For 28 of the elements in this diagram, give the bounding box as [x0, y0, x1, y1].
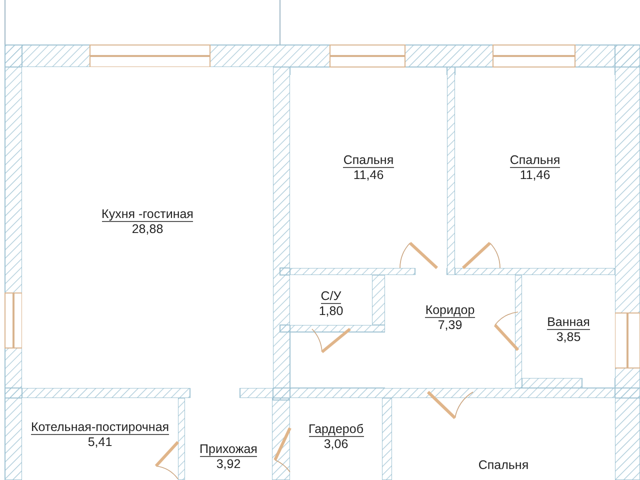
room-name: Котельная-постирочная — [30, 420, 170, 435]
room-name: Спальня — [510, 153, 560, 168]
room-name: Спальня — [343, 153, 394, 168]
room-area: 11,46 — [353, 168, 384, 182]
room-area: 7,39 — [438, 318, 462, 332]
room-name: Коридор — [425, 303, 475, 318]
room — [22, 67, 273, 388]
room-area: 3,92 — [216, 457, 241, 471]
room-area: 1,80 — [318, 304, 344, 318]
room-area: 3,06 — [324, 437, 348, 451]
room-name: Ванная — [547, 315, 590, 330]
room-area: 28,88 — [132, 222, 164, 236]
room — [290, 275, 372, 325]
room — [185, 398, 272, 480]
room-name: Прихожая — [200, 442, 258, 457]
room-area: 3,85 — [556, 330, 581, 344]
room-name: С/У — [320, 289, 342, 304]
room-name: Кухня -гостиная — [102, 207, 194, 222]
room-area: 5,41 — [88, 435, 112, 449]
room — [385, 275, 515, 388]
room — [22, 398, 178, 480]
room — [392, 398, 615, 480]
room-name: Гардероб — [308, 422, 364, 437]
room — [455, 75, 615, 268]
room-name: Спальня — [478, 458, 529, 472]
room — [290, 75, 447, 268]
room-area: 11,46 — [520, 168, 550, 182]
room — [290, 398, 382, 480]
